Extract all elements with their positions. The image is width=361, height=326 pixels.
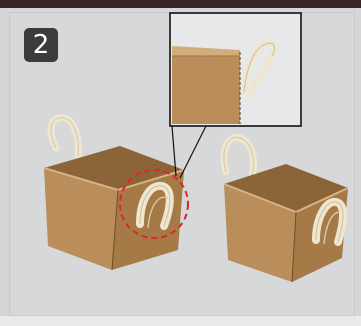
kraft-box-left	[44, 118, 184, 270]
zoom-connector-line	[180, 126, 206, 178]
zoom-inset	[170, 13, 301, 126]
kraft-box-right	[224, 137, 348, 282]
